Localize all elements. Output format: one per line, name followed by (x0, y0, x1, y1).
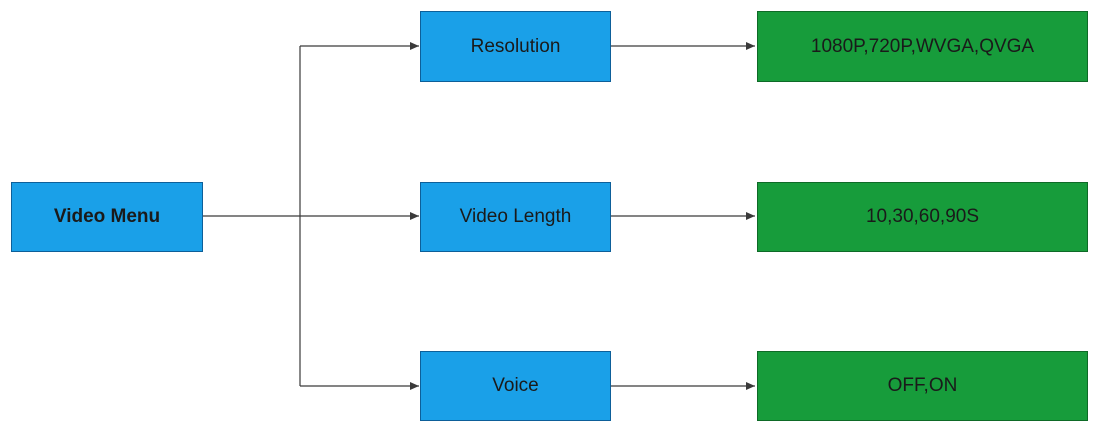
resolution-node: Resolution (420, 11, 611, 82)
video-length-values-node: 10,30,60,90S (757, 182, 1088, 252)
video-menu-label: Video Menu (53, 206, 161, 227)
video-length-node: Video Length (420, 182, 611, 252)
resolution-label: Resolution (470, 35, 561, 57)
video-length-values-label: 10,30,60,90S (865, 206, 980, 227)
video-length-label: Video Length (459, 206, 572, 227)
voice-label: Voice (492, 375, 539, 396)
video-menu-node: Video Menu (11, 182, 203, 252)
resolution-values-label: 1080P,720P,WVGA,QVGA (810, 35, 1035, 57)
voice-values-label: OFF,ON (887, 375, 958, 396)
resolution-values-node: 1080P,720P,WVGA,QVGA (757, 11, 1088, 82)
voice-node: Voice (420, 351, 611, 421)
voice-values-node: OFF,ON (757, 351, 1088, 421)
